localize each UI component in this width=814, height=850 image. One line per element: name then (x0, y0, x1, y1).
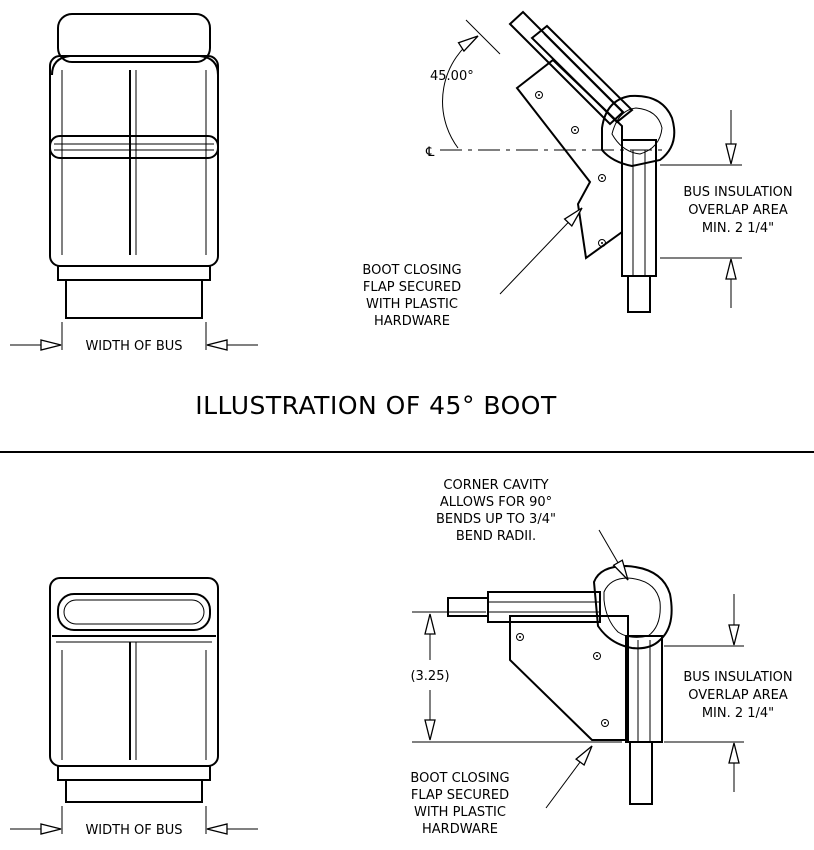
top-boot-side-view (508, 10, 676, 313)
top-boot-front-view (49, 13, 219, 319)
svg-text:WITH PLASTIC: WITH PLASTIC (414, 805, 506, 820)
corner-cavity-label: CORNER CAVITY ALLOWS FOR 90° BENDS UP TO… (436, 478, 556, 544)
illustration-title: ILLUSTRATION OF 45° BOOT (195, 391, 557, 420)
bottom-overlap-label: BUS INSULATION OVERLAP AREA MIN. 2 1/4" (683, 670, 792, 721)
bottom-width-label: WIDTH OF BUS (85, 823, 182, 838)
svg-text:CORNER CAVITY: CORNER CAVITY (443, 478, 548, 493)
bottom-width-dimension (10, 806, 258, 835)
svg-text:MIN. 2 1/4": MIN. 2 1/4" (702, 221, 774, 236)
svg-text:BUS INSULATION: BUS INSULATION (683, 185, 792, 200)
svg-text:FLAP SECURED: FLAP SECURED (363, 280, 461, 295)
corner-cavity-leader (598, 529, 629, 581)
top-width-label: WIDTH OF BUS (85, 339, 182, 354)
svg-text:HARDWARE: HARDWARE (374, 314, 450, 329)
svg-text:OVERLAP AREA: OVERLAP AREA (688, 688, 788, 703)
svg-text:ALLOWS FOR 90°: ALLOWS FOR 90° (440, 495, 552, 510)
bottom-boot-front-view (49, 577, 219, 803)
angle-label: 45.00° (430, 69, 474, 84)
svg-text:BEND RADII.: BEND RADII. (456, 529, 536, 544)
bottom-boot-side-view (447, 564, 673, 805)
bottom-flap-leader (545, 745, 593, 809)
svg-text:BENDS UP TO 3/4": BENDS UP TO 3/4" (436, 512, 556, 527)
svg-text:HARDWARE: HARDWARE (422, 822, 498, 837)
svg-text:OVERLAP AREA: OVERLAP AREA (688, 203, 788, 218)
centerline-symbol: ℄ (425, 145, 435, 160)
angle-dimension (442, 19, 501, 149)
svg-text:FLAP SECURED: FLAP SECURED (411, 788, 509, 803)
top-flap-leader (499, 207, 583, 295)
top-flap-label: BOOT CLOSING FLAP SECURED WITH PLASTIC H… (362, 263, 461, 329)
top-width-dimension (10, 322, 258, 351)
height-dimension (412, 611, 622, 743)
svg-text:BUS INSULATION: BUS INSULATION (683, 670, 792, 685)
svg-text:BOOT CLOSING: BOOT CLOSING (362, 263, 461, 278)
bottom-overlap-dimension (664, 594, 744, 792)
top-overlap-label: BUS INSULATION OVERLAP AREA MIN. 2 1/4" (683, 185, 792, 236)
svg-text:WITH PLASTIC: WITH PLASTIC (366, 297, 458, 312)
svg-text:MIN. 2 1/4": MIN. 2 1/4" (702, 706, 774, 721)
height-dimension-label: (3.25) (410, 669, 449, 684)
svg-text:BOOT CLOSING: BOOT CLOSING (410, 771, 509, 786)
bottom-flap-label: BOOT CLOSING FLAP SECURED WITH PLASTIC H… (410, 771, 509, 837)
top-overlap-dimension (660, 110, 742, 308)
